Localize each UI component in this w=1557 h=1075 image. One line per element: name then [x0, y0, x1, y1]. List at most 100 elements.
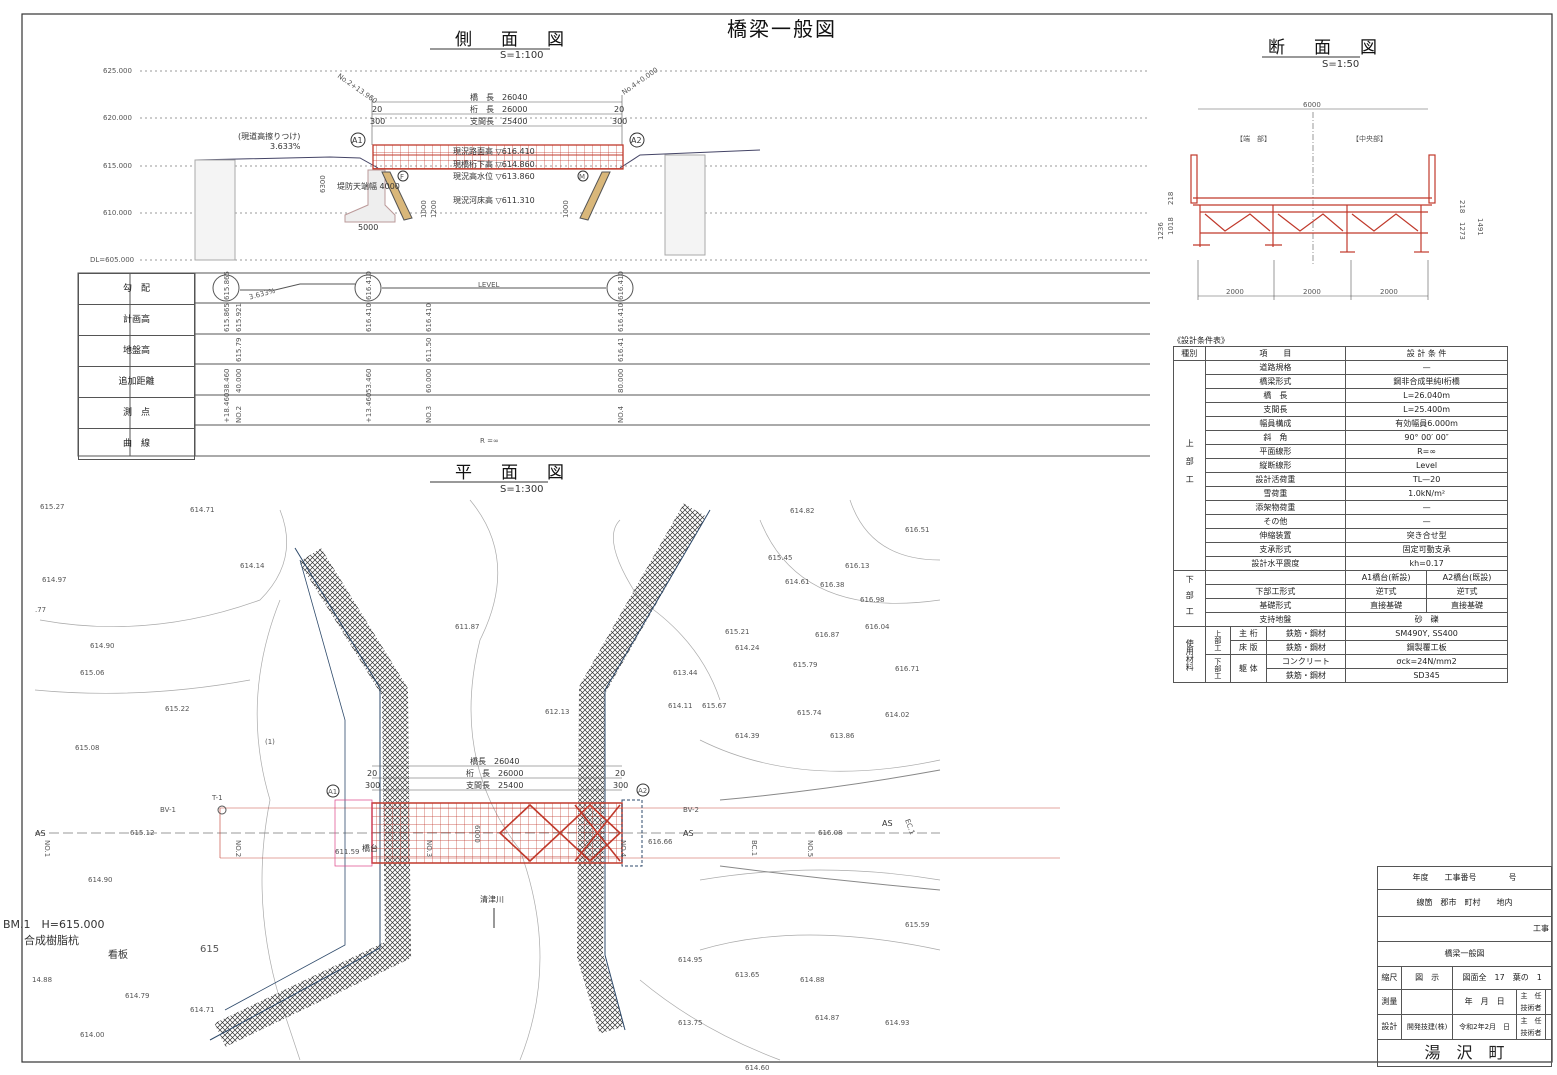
spot-elevation: 616.51	[905, 526, 930, 534]
design-table-caption: 《設計条件表》	[1173, 336, 1229, 345]
design-cell: 設計活荷重	[1204, 472, 1347, 487]
profile-row-label: 曲 線	[78, 428, 195, 460]
design-cell: 下部工形式	[1204, 584, 1347, 599]
dim-1000-b: 1000	[562, 200, 570, 218]
design-cell: 平面線形	[1204, 444, 1347, 459]
plan-station: NO.5	[806, 840, 814, 857]
design-cell: 雪荷重	[1204, 486, 1347, 501]
profile-plan-height: 615.865	[223, 303, 231, 332]
profile-curve: R =∞	[480, 437, 499, 445]
river-name: 清津川	[480, 894, 504, 904]
left-wingwall	[214, 548, 412, 1047]
spot-elevation: 616.87	[815, 631, 840, 639]
design-cell	[1204, 570, 1347, 585]
plan-station: NO.2	[234, 840, 242, 857]
tb-date2: 令和2年2月 日	[1452, 1014, 1517, 1040]
spot-elevation: 616.08	[818, 829, 843, 837]
spot-elevation: 614.02	[885, 711, 910, 719]
design-cell: 砂 礫	[1345, 612, 1508, 627]
design-cell: —	[1345, 514, 1508, 529]
spot-elevation: 616.04	[865, 623, 890, 631]
spot-elevation: 615.45	[768, 554, 793, 562]
elevation-label: DL=605.000	[90, 256, 134, 264]
design-cell: SD345	[1345, 668, 1508, 683]
design-cell: 有効幅員6.000m	[1345, 416, 1508, 431]
spot-elevation: 614.00	[80, 1031, 105, 1039]
design-cell: 鋼非合成単純I桁橋	[1345, 374, 1508, 389]
profile-ground-height: 611.50	[425, 338, 433, 363]
tb-work: 工事	[1377, 916, 1552, 942]
profile-grade-slope: 3.633%	[248, 287, 276, 302]
dim-300-right: 300	[612, 117, 627, 126]
design-cell: その他	[1204, 514, 1347, 529]
spot-elevation: 614.24	[735, 644, 760, 652]
tb-pref: 郡	[1440, 898, 1449, 907]
profile-table-grid	[77, 272, 1150, 457]
profile-station: +18.460	[223, 393, 231, 423]
spot-elevation: 615.27	[40, 503, 65, 511]
tb-design: 設計	[1377, 1014, 1402, 1040]
design-cell: 橋梁形式	[1204, 374, 1347, 389]
profile-plan-height: 615.921	[235, 303, 243, 332]
spot-elevation: 613.86	[830, 732, 855, 740]
tb-go: 号	[1508, 873, 1517, 882]
design-cell: L=25.400m	[1345, 402, 1508, 417]
tb-date1: 年 月 日	[1452, 989, 1517, 1015]
profile-grade-level: LEVEL	[478, 281, 500, 289]
tb-pref: 村	[1472, 898, 1481, 907]
cs-right-dim: 1491	[1476, 218, 1484, 236]
note-grade: 3.633%	[270, 142, 301, 151]
plan-bridge-length: 橋長 26040	[470, 756, 519, 766]
cross-section-scale: S=1:50	[1322, 59, 1359, 70]
spot-elevation: 615.79	[793, 661, 818, 669]
spot-elevation: 615.74	[797, 709, 822, 717]
dim-bridge-length: 橋 長 26040	[470, 92, 527, 102]
title-block: 年度 工事番号 号 線箇 郡市 町村 地内 工事 橋梁一般図 縮尺図 示図面全 …	[1377, 866, 1552, 1067]
design-cell: 固定可動支承	[1345, 542, 1508, 557]
spot-elevation: 614.60	[745, 1064, 770, 1072]
design-cell: A1橋台(新設)	[1345, 570, 1428, 585]
spot-elevation: 614.71	[190, 506, 215, 514]
plan-station: NO.3	[425, 840, 433, 857]
cs-left-dim: 1018	[1167, 217, 1175, 235]
profile-station: +13.460	[365, 393, 373, 423]
plan-girder-length: 桁 長 26000	[466, 768, 523, 778]
design-cell: 支承形式	[1204, 542, 1347, 557]
design-cell: 幅員構成	[1204, 416, 1347, 431]
spot-elevation: 614.79	[125, 992, 150, 1000]
as-label: AS	[683, 829, 694, 838]
plan-view: 平 面 図 S=1:300	[3, 463, 1060, 1072]
bearing-movable: M	[579, 173, 585, 181]
spot-elevation: 615.67	[702, 702, 727, 710]
sign-label: 看板	[108, 948, 128, 961]
design-cell: 設計水平震度	[1204, 556, 1347, 571]
design-cell: 鉄筋・鋼材	[1265, 640, 1347, 655]
right-wingwall	[576, 503, 707, 1034]
tb-pref: 町	[1464, 898, 1473, 907]
spot-elevation: 612.13	[545, 708, 570, 716]
girder	[372, 144, 624, 170]
tb-sheets: 図面全 17 葉の 1	[1452, 966, 1552, 990]
design-cell: 種別	[1173, 346, 1206, 361]
profile-distance: 40.000	[235, 369, 243, 394]
design-cell: 直接基礎	[1345, 598, 1428, 613]
spot-elevation: 611.87	[455, 623, 480, 631]
tb-pref: 市	[1448, 898, 1457, 907]
plan-view-scale: S=1:300	[500, 484, 544, 495]
tb-survey: 測量	[1377, 989, 1402, 1015]
elevation-scale	[140, 70, 1150, 261]
profile-distance: 38.460	[223, 369, 231, 394]
profile-distance: 80.000	[617, 369, 625, 394]
design-cell: —	[1345, 500, 1508, 515]
spot-elevation: 614.14	[240, 562, 265, 570]
cs-center-label: 【中央部】	[1352, 134, 1387, 143]
tb-work-no: 工事番号	[1444, 873, 1477, 882]
cs-spacing: 2000	[1226, 288, 1244, 296]
design-cell: SM490Y, SS400	[1345, 626, 1508, 641]
spot-elevation: 616.98	[860, 596, 885, 604]
spot-elevation: 614.71	[190, 1006, 215, 1014]
plan-station: NO.1	[43, 840, 51, 857]
profile-row-label: 地盤高	[78, 335, 195, 367]
plan-view-title: 平 面 図	[455, 463, 570, 483]
side-view-scale: S=1:100	[500, 50, 544, 61]
